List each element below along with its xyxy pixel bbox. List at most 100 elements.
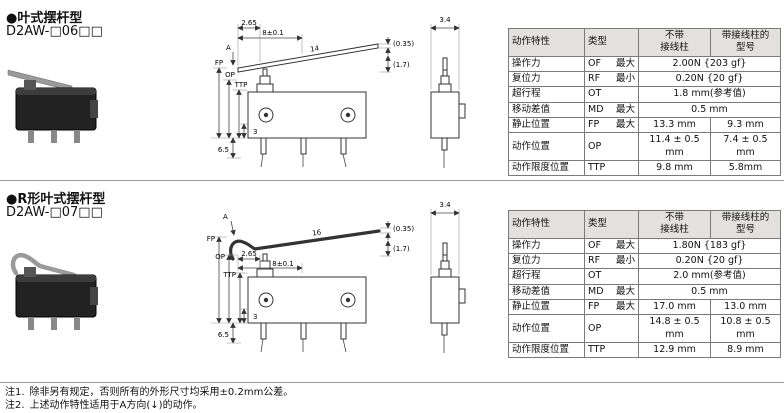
- dim-lever-length: 14: [310, 44, 321, 53]
- spec-code: OF: [588, 57, 601, 69]
- terminal-pin: [260, 322, 267, 340]
- spec-code: TTP: [588, 162, 606, 174]
- spec-code: OF: [588, 239, 601, 251]
- header-without-terminal: 不带 接线柱: [638, 28, 711, 57]
- spec-label: 静止位置: [508, 117, 585, 134]
- spec-value-with-terminal: 8.9 mm: [710, 342, 781, 359]
- spec-value-with-terminal: 9.3 mm: [710, 117, 781, 134]
- notes-divider: [0, 382, 784, 383]
- footnote-text: 上述动作特性适用于A方向(↓)的动作。: [29, 400, 203, 411]
- dim-fp: FP: [207, 235, 215, 243]
- spec-code: OT: [588, 270, 602, 282]
- spec-type: TTP: [584, 342, 639, 359]
- dim-lever-length: 16: [312, 228, 322, 237]
- dim-end-height: (1.7): [393, 245, 410, 253]
- spec-value: 1.8 mm(参考值): [638, 86, 781, 103]
- spec-code: OP: [588, 140, 602, 152]
- terminal-pin: [300, 322, 307, 340]
- footnote-text: 除非另有规定，否则所有的外形尺寸均采用±0.2mm公差。: [29, 387, 294, 398]
- section-title: ●R形叶式摆杆型: [6, 192, 106, 207]
- spec-label: 移动差值: [508, 101, 585, 119]
- side-view-body: [430, 91, 460, 139]
- spec-type: OT: [584, 268, 639, 285]
- spec-qualifier: 最大: [615, 301, 635, 313]
- spec-code: MD: [588, 285, 604, 297]
- spec-qualifier: 最大: [615, 119, 635, 131]
- spec-label: 超行程: [508, 86, 585, 103]
- spec-row: 动作限度位置 TTP 9.8 mm 5.8mm: [508, 160, 781, 177]
- dimension-drawing-r-leaf-lever: A 16 2.65 8±0.1 (0.35) (1.7) FP: [207, 201, 466, 353]
- dim-force-direction: A: [226, 44, 231, 52]
- spec-qualifier: 最大: [615, 57, 635, 69]
- product-photo-r-leaf-lever: [10, 252, 98, 330]
- spec-type: TTP: [584, 160, 639, 177]
- model-number: D2AW-□07□□: [6, 205, 103, 220]
- footnote-2: 注2. 上述动作特性适用于A方向(↓)的动作。: [5, 399, 293, 412]
- terminal-pin: [340, 322, 347, 340]
- spec-type: OP: [584, 132, 639, 162]
- side-view-lever-edge: [442, 242, 448, 256]
- r-leaf-lever: [229, 229, 381, 261]
- dim-lever-thickness: (0.35): [393, 40, 414, 48]
- dim-ttp: TTP: [234, 81, 248, 89]
- spec-label: 复位力: [508, 71, 585, 88]
- spec-value-without-terminal: 9.8 mm: [638, 160, 711, 177]
- dim-hole-height: 3: [253, 313, 257, 321]
- spec-row: 动作位置 OP 14.8 ± 0.5 mm 10.8 ± 0.5 mm: [508, 314, 781, 344]
- spec-value-with-terminal: 5.8mm: [710, 160, 781, 177]
- spec-value-with-terminal: 7.4 ± 0.5 mm: [710, 132, 781, 162]
- footnote-label: 注2.: [5, 400, 25, 411]
- header-type: 类型: [584, 28, 639, 57]
- dim-base-height: 6.5: [218, 331, 229, 339]
- leaf-lever: [237, 43, 379, 73]
- dim-pin-span: 8±0.1: [272, 260, 293, 268]
- spec-value-without-terminal: 12.9 mm: [638, 342, 711, 359]
- dim-hole-height: 3: [253, 128, 257, 136]
- spec-value-with-terminal: 13.0 mm: [710, 299, 781, 316]
- spec-value: 1.80N {183 gf}: [638, 237, 781, 255]
- section-leaf-lever: ●叶式摆杆型 D2AW-□06□□: [0, 0, 784, 180]
- dim-tip-offset: 2.65: [241, 19, 257, 27]
- spec-code: MD: [588, 103, 604, 115]
- footnote-label: 注1.: [5, 387, 25, 398]
- spec-code: TTP: [588, 344, 606, 356]
- spec-label: 静止位置: [508, 299, 585, 316]
- section-r-leaf-lever: ●R形叶式摆杆型 D2AW-□07□□: [0, 181, 784, 382]
- spec-value-without-terminal: 11.4 ± 0.5 mm: [638, 132, 711, 162]
- spec-value: 2.0 mm(参考值): [638, 268, 781, 285]
- spec-type: OT: [584, 86, 639, 103]
- spec-value-without-terminal: 14.8 ± 0.5 mm: [638, 314, 711, 344]
- dim-body-width: 3.4: [439, 201, 451, 209]
- spec-label: 操作力: [508, 55, 585, 73]
- terminal-pin: [340, 137, 347, 155]
- spec-value: 0.5 mm: [638, 283, 781, 301]
- photo-lever: [10, 252, 77, 278]
- header-characteristic: 动作特性: [508, 210, 585, 239]
- dim-pin-span: 8±0.1: [262, 29, 283, 37]
- footnote-1: 注1. 除非另有规定，否则所有的外形尺寸均采用±0.2mm公差。: [5, 386, 293, 399]
- spec-type: OP: [584, 314, 639, 344]
- spec-code: RF: [588, 255, 601, 267]
- model-number: D2AW-□06□□: [6, 24, 103, 39]
- spec-header-row: 动作特性 类型 不带 接线柱 带接线柱的 型号: [508, 210, 781, 239]
- dim-force-direction: A: [223, 213, 228, 221]
- dim-op: OP: [225, 71, 235, 79]
- spec-value-without-terminal: 13.3 mm: [638, 117, 711, 134]
- spec-value-with-terminal: 10.8 ± 0.5 mm: [710, 314, 781, 344]
- dim-base-height: 6.5: [218, 146, 229, 154]
- header-characteristic: 动作特性: [508, 28, 585, 57]
